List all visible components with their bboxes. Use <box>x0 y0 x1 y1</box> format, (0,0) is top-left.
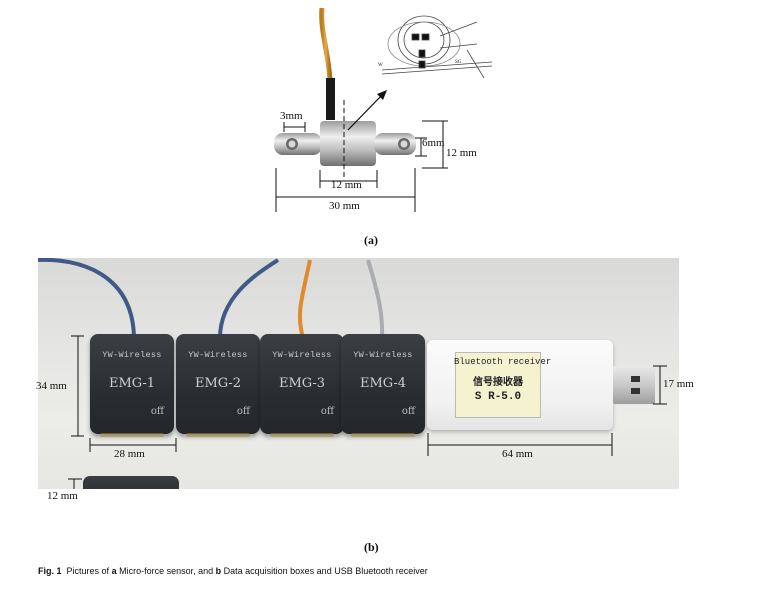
dimension-lines-b <box>68 335 667 489</box>
caption-text-3: Data acquisition boxes and USB Bluetooth… <box>221 566 428 576</box>
receiver-sticker: Bluetooth receiver 信号接收器 S R-5.0 <box>454 352 551 418</box>
sensor-body <box>320 121 376 166</box>
inset-w-label: W <box>378 63 383 68</box>
emg-box-side-view <box>83 476 179 489</box>
cable-sleeve <box>326 78 335 120</box>
strain-gauge-inset <box>381 15 493 79</box>
sensor-photo <box>274 7 493 212</box>
caption-text-1: Pictures of <box>66 566 112 576</box>
emg-name-label: EMG-4 <box>359 376 407 391</box>
receiver-line-3: S R-5.0 <box>474 391 522 403</box>
emg-state-label: off <box>401 406 415 417</box>
panel-a-label: (a) <box>364 233 378 247</box>
emg-box-4: YW-Wireless EMG-4 off <box>341 334 425 437</box>
cable-emg-4 <box>366 259 385 339</box>
sensor-cable <box>319 7 333 81</box>
emg-state-label: off <box>150 406 164 417</box>
emg-box-1: YW-Wireless EMG-1 off <box>90 334 174 437</box>
cables <box>38 258 385 339</box>
panel-a-sensor-figure: 3mm 6mm 12 mm 12 mm 30 mm W SG <box>262 0 502 225</box>
caption-a: a <box>111 566 117 576</box>
cable-emg-1 <box>38 258 136 339</box>
receiver-line-2: 信号接收器 <box>473 377 523 388</box>
dim-12mm-body-label: 12 mm <box>331 179 362 191</box>
emg-brand-label: YW-Wireless <box>102 350 162 360</box>
dim-17mm-label: 17 mm <box>663 378 694 390</box>
dim-64mm-label: 64 mm <box>502 448 533 460</box>
caption-prefix: Fig. 1 <box>38 566 62 576</box>
emg-state-label: off <box>320 406 334 417</box>
emg-brand-label: YW-Wireless <box>272 350 332 360</box>
emg-name-label: EMG-2 <box>194 376 242 391</box>
receiver-line-1: Bluetooth receiver <box>454 357 552 367</box>
caption-b: b <box>215 566 222 576</box>
emg-state-label: off <box>236 406 250 417</box>
caption-text-2: Micro-force sensor, and <box>116 566 216 576</box>
panel-b-emg-figure: YW-Wireless EMG-1 off YW-Wireless EMG-2 … <box>38 258 679 489</box>
emg-box-3: YW-Wireless EMG-3 off <box>260 334 344 437</box>
dim-30mm-label: 30 mm <box>329 200 360 212</box>
usb-plug <box>613 366 655 404</box>
figure-caption: Fig. 1 Pictures of a Micro-force sensor,… <box>38 566 428 576</box>
dim-3mm-label: 3mm <box>280 110 303 122</box>
dim-34mm-label: 34 mm <box>36 380 67 392</box>
emg-name-label: EMG-1 <box>108 376 156 391</box>
panel-b-label: (b) <box>364 540 379 554</box>
cable-emg-2 <box>218 258 280 339</box>
dim-28mm-label: 28 mm <box>114 448 145 460</box>
emg-brand-label: YW-Wireless <box>188 350 248 360</box>
inset-sg-label: SG <box>455 60 462 65</box>
cable-emg-3 <box>297 259 312 339</box>
emg-box-2: YW-Wireless EMG-2 off <box>176 334 260 437</box>
dim-6mm-label: 6mm <box>422 137 445 149</box>
dim-12mm-side-label: 12 mm <box>47 490 78 502</box>
emg-name-label: EMG-3 <box>278 376 326 391</box>
emg-brand-label: YW-Wireless <box>353 350 413 360</box>
bluetooth-receiver: Bluetooth receiver 信号接收器 S R-5.0 <box>427 340 613 430</box>
dim-12mm-right-label: 12 mm <box>446 147 477 159</box>
